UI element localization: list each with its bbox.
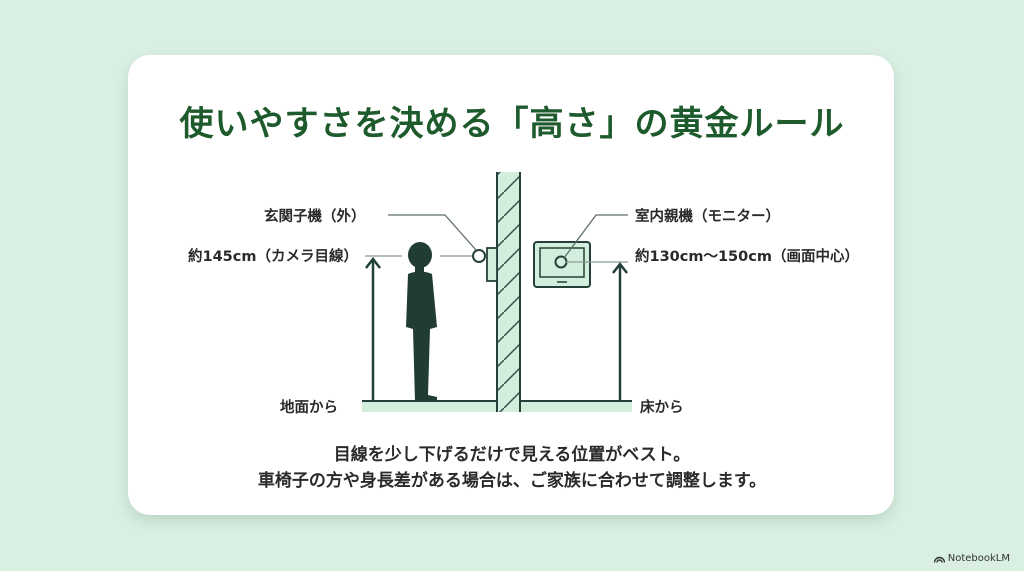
indoor-height-label: 約130cm〜150cm（画面中心） [635, 249, 859, 265]
brand-label: NotebookLM [947, 553, 1010, 564]
notebooklm-logo-icon [933, 556, 945, 563]
notebooklm-brand: NotebookLM [933, 553, 1010, 564]
door-camera-icon [472, 247, 498, 282]
slide-title: 使いやすさを決める「高さ」の黄金ルール [179, 104, 845, 144]
outdoor-base-label: 地面から [280, 400, 338, 416]
caption-line-2: 車椅子の方や身長差がある場合は、ご家族に合わせて調整します。 [257, 471, 767, 491]
indoor-unit-label: 室内親機（モニター） [635, 209, 780, 225]
indoor-base-label: 床から [640, 400, 684, 416]
wall-icon [496, 172, 521, 412]
up-arrow-icon [365, 256, 381, 400]
outdoor-unit-label: 玄関子機（外） [264, 209, 366, 225]
floor-right [520, 400, 632, 412]
caption-line-1: 目線を少し下げるだけで見える位置がベスト。 [333, 445, 691, 465]
floor-left [362, 400, 496, 412]
person-silhouette-icon [406, 242, 437, 401]
monitor-icon [533, 241, 591, 288]
outdoor-height-label: 約145cm（カメラ目線） [188, 249, 358, 265]
up-arrow-icon [612, 261, 628, 400]
